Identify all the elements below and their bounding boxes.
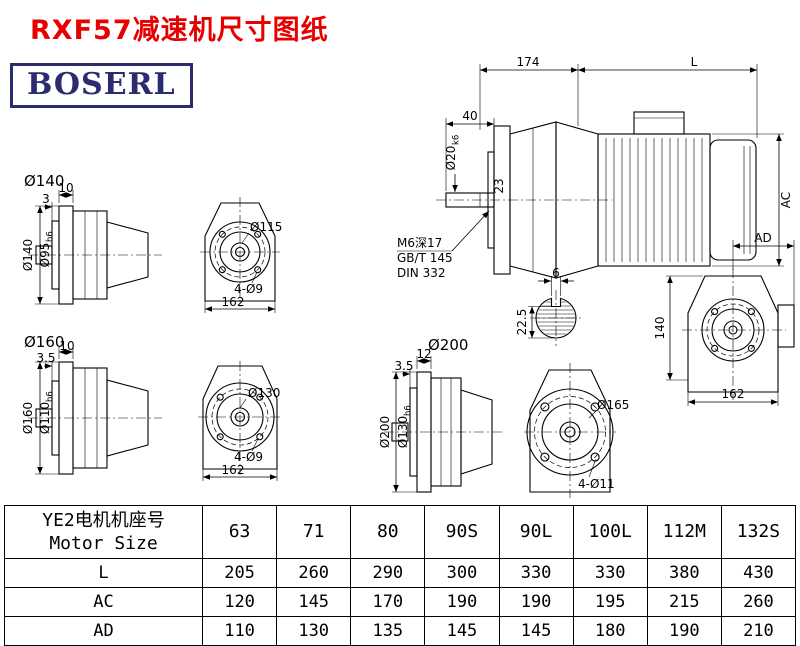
view-160-front: Ø130 4-Ø9 162 — [198, 361, 282, 481]
value-cell: 130 — [276, 616, 352, 646]
size-cell: 132S — [720, 505, 797, 559]
value-cell: 210 — [720, 616, 797, 646]
section-label-160: Ø160 — [24, 333, 64, 351]
size-cell: 90S — [424, 505, 500, 559]
dim-label-shaft-diameter: Ø20 — [444, 146, 458, 171]
value-cell: 190 — [424, 587, 500, 617]
value-cell: 135 — [350, 616, 426, 646]
table-row-L: L 205 260 290 300 330 330 380 430 — [4, 558, 797, 588]
motor-size-header-en: Motor Size — [49, 533, 158, 554]
size-cell: 112M — [646, 505, 722, 559]
dim-label-flange-thickness-160: 10 — [59, 339, 74, 353]
view-shaft-section: 6 22.5 — [515, 266, 582, 346]
value-cell: 260 — [276, 558, 352, 588]
dim-label-spigot-160: Ø110 — [38, 402, 52, 434]
dim-label-width-140: 162 — [222, 295, 245, 309]
value-cell: 430 — [720, 558, 797, 588]
view-200-front: Ø165 4-Ø11 — [524, 363, 629, 498]
dim-label-flange-thickness-140: 10 — [58, 181, 73, 195]
dim-label-motor-length-L: L — [691, 55, 698, 69]
dim-label-shaft-fit: k6 — [452, 135, 462, 145]
view-140-side: Ø140 10 3 Ø140 Ø95 h6 — [21, 172, 162, 305]
motor-size-header-cell: YE2电机机座号 Motor Size — [4, 505, 203, 559]
dim-label-AD: AD — [754, 231, 771, 245]
view-140-front: Ø115 4-Ø9 162 — [200, 197, 282, 313]
note-tapped-hole: M6深17 — [397, 236, 442, 250]
value-cell: 330 — [498, 558, 574, 588]
dim-label-bolt-circle-140: Ø115 — [250, 220, 282, 234]
size-cell: 71 — [276, 505, 352, 559]
table-header-row: YE2电机机座号 Motor Size 63 71 80 90S 90L 100… — [4, 505, 797, 559]
dim-label-bolt-circle-160: Ø130 — [248, 386, 280, 400]
dim-label-flange-thickness-200: 12 — [416, 347, 431, 361]
dim-label-side-width: 162 — [722, 387, 745, 401]
technical-drawing: Ø140 10 3 Ø140 Ø95 h6 — [21, 55, 795, 498]
boserl-logo: BOSERL — [10, 63, 193, 108]
value-cell: 205 — [201, 558, 278, 588]
value-cell: 215 — [646, 587, 722, 617]
dim-label-flange-height: 140 — [653, 317, 667, 340]
dim-label-holes-200: 4-Ø11 — [578, 477, 615, 491]
value-cell: 300 — [424, 558, 500, 588]
value-cell: 110 — [201, 616, 278, 646]
dim-label-spigot-200: Ø130 — [396, 416, 410, 448]
size-cell: 100L — [572, 505, 648, 559]
view-160-side: Ø160 10 3.5 Ø160 Ø110 h6 — [21, 333, 162, 475]
table-row-AC: AC 120 145 170 190 190 195 215 260 — [4, 587, 797, 617]
size-cell: 63 — [201, 505, 278, 559]
dim-label-motor-height-AC: AC — [779, 192, 793, 208]
dim-label-shaft-extension: 40 — [462, 109, 477, 123]
dim-label-od-140: Ø140 — [21, 239, 35, 271]
dim-label-spigot-140-fit: h6 — [46, 231, 56, 242]
section-label-200: Ø200 — [428, 336, 468, 354]
dim-label-holes-160: 4-Ø9 — [234, 450, 263, 464]
dim-label-holes-140: 4-Ø9 — [234, 282, 263, 296]
value-cell: 190 — [498, 587, 574, 617]
value-cell: 145 — [276, 587, 352, 617]
section-label-140: Ø140 — [24, 172, 64, 190]
value-cell: 190 — [646, 616, 722, 646]
dim-label-shaft-shoulder: 23 — [492, 178, 506, 193]
value-cell: 170 — [350, 587, 426, 617]
value-cell: 120 — [201, 587, 278, 617]
value-cell: 260 — [720, 587, 797, 617]
value-cell: 380 — [646, 558, 722, 588]
value-cell: 330 — [572, 558, 648, 588]
value-cell: 290 — [350, 558, 426, 588]
dim-label-od-200: Ø200 — [378, 416, 392, 448]
note-gb-standard: GB/T 145 — [397, 251, 453, 265]
dim-label-spigot-200-fit: h6 — [404, 405, 414, 416]
dim-label-spigot-140: Ø95 — [38, 243, 52, 268]
dim-label-width-160: 162 — [222, 463, 245, 477]
value-cell: 145 — [424, 616, 500, 646]
dim-label-spigot-160-fit: h6 — [46, 391, 56, 402]
dim-label-key-width: 6 — [552, 266, 560, 280]
dim-label-od-160: Ø160 — [21, 402, 35, 434]
dim-label-housing-length: 174 — [517, 55, 540, 69]
table-row-AD: AD 110 130 135 145 145 180 190 210 — [4, 616, 797, 646]
dim-label-key-depth: 22.5 — [515, 309, 529, 336]
view-main-assembly: 174 L 40 Ø20 k6 23 — [397, 55, 793, 280]
row-label-cell: L — [4, 558, 203, 588]
page-title: RXF57减速机尺寸图纸 — [30, 15, 329, 46]
dim-label-spigot-depth-200: 3.5 — [394, 359, 413, 373]
row-label-cell: AC — [4, 587, 203, 617]
size-cell: 90L — [498, 505, 574, 559]
value-cell: 195 — [572, 587, 648, 617]
row-label-cell: AD — [4, 616, 203, 646]
view-200-side: Ø200 12 3.5 Ø200 Ø130 h6 — [378, 336, 502, 493]
size-cell: 80 — [350, 505, 426, 559]
motor-size-header-cn: YE2电机机座号 — [42, 509, 165, 531]
dim-label-spigot-depth-140: 3 — [42, 192, 50, 206]
dim-label-spigot-depth-160: 3.5 — [36, 351, 55, 365]
note-din-standard: DIN 332 — [397, 266, 445, 280]
view-output-flange-side: AD 140 162 — [653, 231, 795, 406]
dim-label-bolt-circle-200: Ø165 — [597, 398, 629, 412]
value-cell: 145 — [498, 616, 574, 646]
dimension-table: YE2电机机座号 Motor Size 63 71 80 90S 90L 100… — [4, 505, 797, 646]
value-cell: 180 — [572, 616, 648, 646]
